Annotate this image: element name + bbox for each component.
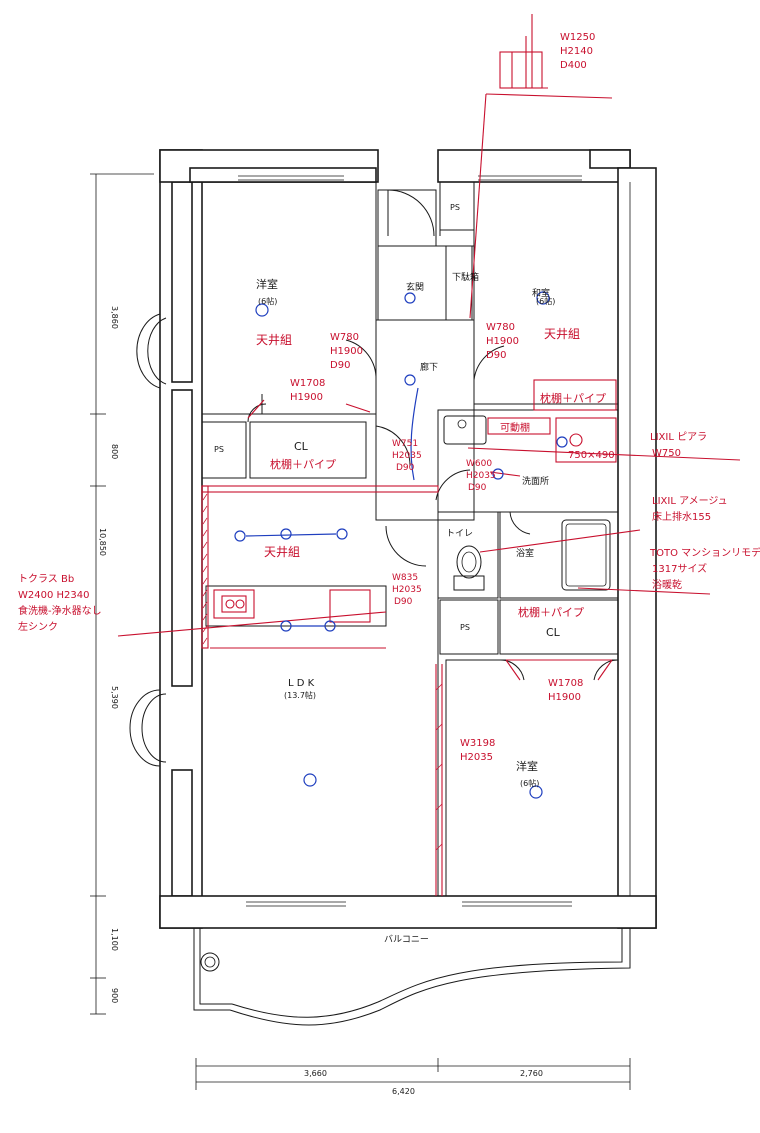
dimension-labels: 3,860 800 10,850 5,390 1,100 900 3,660 2… bbox=[98, 306, 543, 1096]
note-wash-door-w: W600 bbox=[466, 459, 492, 469]
note-ldk-door-d: D90 bbox=[394, 597, 413, 607]
note-wash-door-h: H2035 bbox=[466, 471, 496, 481]
dim-v-balcony2: 900 bbox=[110, 988, 119, 1003]
note-closet-nw-shelf: 枕棚＋パイプ bbox=[270, 457, 336, 471]
interior-walls bbox=[201, 181, 619, 897]
note-se-door-h: H2035 bbox=[460, 752, 493, 763]
note-nw-ceiling: 天井組 bbox=[256, 333, 292, 347]
ps-label-entrance: PS bbox=[450, 203, 460, 212]
note-wash-shelf: 可動棚 bbox=[500, 421, 530, 434]
room-label-nw: 洋室 bbox=[256, 277, 278, 291]
note-top-right-d: D400 bbox=[560, 60, 587, 71]
dim-v-lower: 5,390 bbox=[110, 686, 119, 709]
red-annotations: W1250 H2140 D400 天井組 W780 H1900 D90 W780… bbox=[18, 32, 760, 763]
doors bbox=[247, 182, 619, 681]
note-vanity-size: 750×490 bbox=[568, 450, 615, 461]
room-label-ne: 和室 bbox=[532, 287, 550, 299]
note-kitchen-4: 左シンク bbox=[18, 620, 58, 633]
dim-v-mid: 800 bbox=[110, 444, 119, 459]
ldk-label: L D K bbox=[288, 678, 315, 689]
room-area-se: (6帖) bbox=[520, 778, 539, 788]
note-se-closet-w: W1708 bbox=[548, 678, 583, 689]
room-label-se: 洋室 bbox=[516, 759, 538, 773]
note-door-ne-w: W780 bbox=[486, 322, 515, 333]
note-lixil-toilet-1: LIXIL アメージュ bbox=[652, 496, 728, 507]
note-toto-2: 1317サイズ bbox=[652, 562, 707, 575]
dim-v-top: 3,860 bbox=[110, 306, 119, 329]
entrance-label: 玄関 bbox=[406, 281, 424, 293]
note-closet-nw-w: W1708 bbox=[290, 378, 325, 389]
balcony-label: バルコニー bbox=[384, 934, 429, 945]
dim-v-balcony1: 1,100 bbox=[110, 928, 119, 951]
cl-label-nw: CL bbox=[294, 440, 309, 453]
outer-walls bbox=[129, 149, 657, 929]
note-hall-door-d: D90 bbox=[396, 463, 415, 473]
room-area-nw: (6帖) bbox=[258, 296, 277, 306]
balcony bbox=[193, 928, 631, 1026]
note-door-nw-d: D90 bbox=[330, 360, 350, 371]
note-closet-nw-h: H1900 bbox=[290, 392, 323, 403]
note-top-right-h: H2140 bbox=[560, 46, 593, 57]
note-ldk-door-h: H2035 bbox=[392, 585, 422, 595]
washroom-label: 洗面所 bbox=[522, 475, 549, 487]
ps-label-se: PS bbox=[460, 623, 470, 632]
note-se-closet-shelf: 枕棚＋パイプ bbox=[518, 605, 584, 619]
ldk-area: (13.7帖) bbox=[284, 690, 316, 700]
toilet-fixture bbox=[443, 415, 487, 591]
note-door-ne-d: D90 bbox=[486, 350, 506, 361]
dim-h-left: 3,660 bbox=[304, 1069, 327, 1078]
note-door-nw-w: W780 bbox=[330, 332, 359, 343]
note-hall-door-w: W751 bbox=[392, 439, 418, 449]
note-kitchen-2: W2400 H2340 bbox=[18, 590, 89, 601]
hallway-label: 廊下 bbox=[420, 361, 438, 373]
note-kitchen-1: トクラス Bb bbox=[18, 573, 74, 585]
note-se-closet-h: H1900 bbox=[548, 692, 581, 703]
electrical-points bbox=[234, 291, 568, 799]
note-toto-1: TOTO マンションリモデル bbox=[649, 546, 760, 559]
note-kitchen-3: 食洗機-浄水器なし bbox=[18, 604, 102, 617]
note-wash-door-d: D90 bbox=[468, 483, 487, 493]
room-labels: 洋室 (6帖) 和室 (6帖) 玄関 下駄箱 廊下 洗面所 トイレ 浴室 L D… bbox=[214, 203, 561, 945]
ps-label-nw: PS bbox=[214, 445, 224, 454]
dimension-lines bbox=[90, 173, 631, 1090]
note-closet-ne-shelf: 枕棚＋パイプ bbox=[540, 391, 606, 405]
note-ldk-ceiling: 天井組 bbox=[264, 545, 300, 559]
note-ne-ceiling: 天井組 bbox=[544, 327, 580, 341]
red-markup bbox=[117, 14, 741, 896]
toilet-label: トイレ bbox=[446, 529, 473, 539]
shoebox-label: 下駄箱 bbox=[452, 271, 479, 283]
note-se-door-w: W3198 bbox=[460, 738, 495, 749]
note-door-nw-h: H1900 bbox=[330, 346, 363, 357]
dim-h-total: 6,420 bbox=[392, 1087, 415, 1096]
room-area-ne: (6帖) bbox=[536, 296, 555, 306]
note-hall-door-h: H2035 bbox=[392, 451, 422, 461]
dim-h-right: 2,760 bbox=[520, 1069, 543, 1078]
note-door-ne-h: H1900 bbox=[486, 336, 519, 347]
note-lixil-toilet-2: 床上排水155 bbox=[652, 510, 711, 523]
note-lixil-vanity-1: LIXIL ピアラ bbox=[650, 431, 707, 443]
dim-v-total: 10,850 bbox=[98, 528, 107, 556]
bathroom-label: 浴室 bbox=[516, 547, 534, 559]
note-top-right-w: W1250 bbox=[560, 32, 595, 43]
note-lixil-vanity-2: W750 bbox=[652, 448, 681, 459]
cl-label-se: CL bbox=[546, 626, 561, 639]
note-ldk-door-w: W835 bbox=[392, 573, 418, 583]
note-toto-3: 浴暖乾 bbox=[652, 578, 682, 591]
